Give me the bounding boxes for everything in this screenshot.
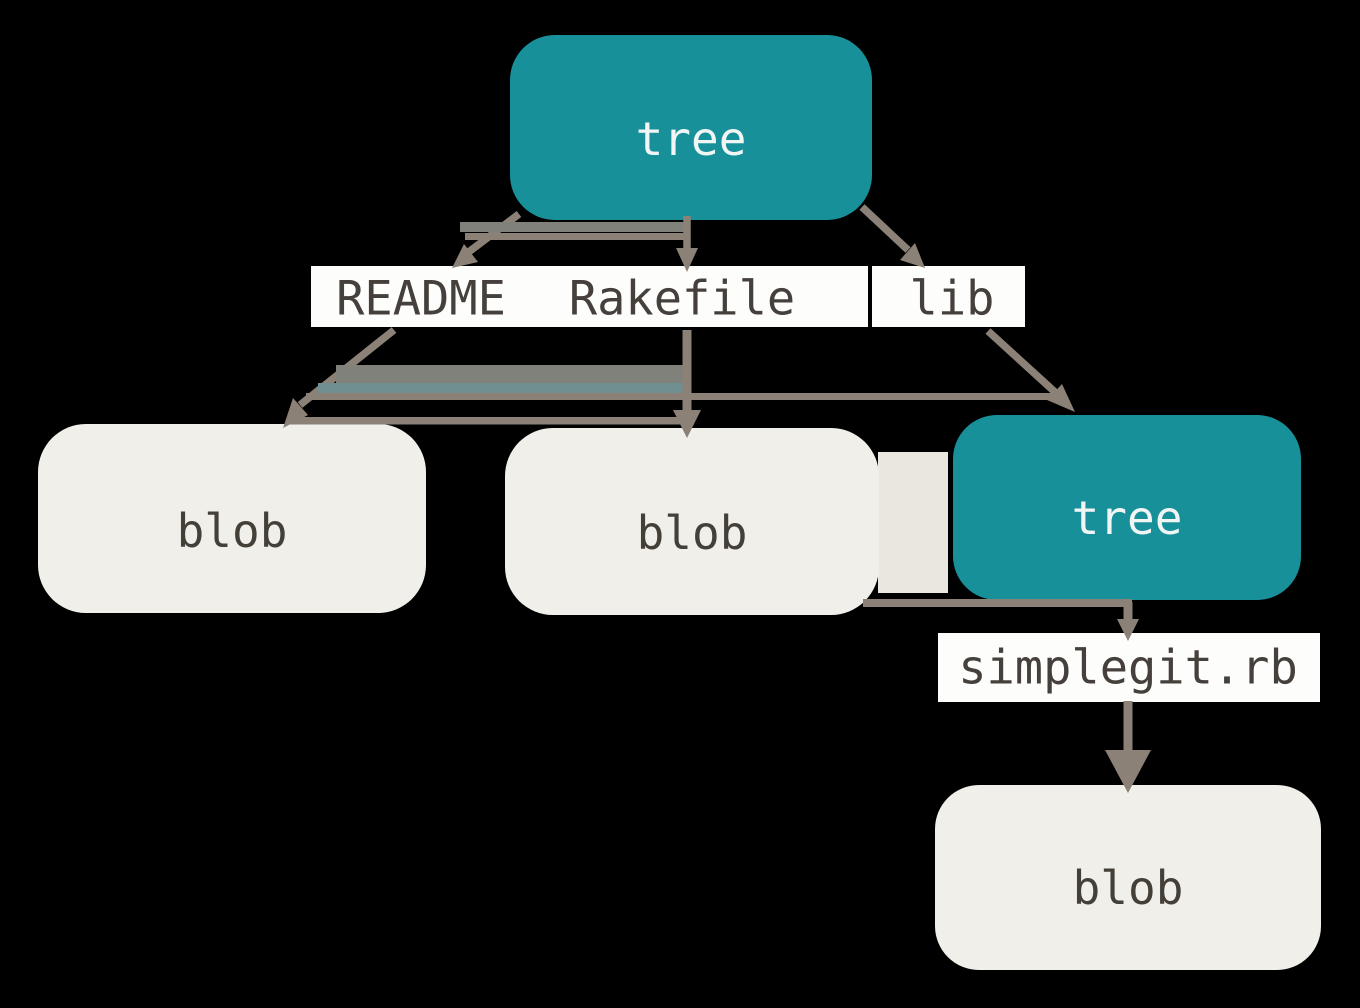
edge-rakefile-label: Rakefile xyxy=(569,272,795,327)
edge-horizontal-band-lower-1 xyxy=(336,365,688,383)
edge-simplegit-label: simplegit.rb xyxy=(958,641,1298,696)
node-readme-blob xyxy=(38,424,426,613)
node-lib-tree xyxy=(953,415,1301,600)
edge-rakefile-upper-arrowhead xyxy=(676,248,698,272)
edge-horizontal-band-upper-1 xyxy=(460,222,688,232)
edge-label-bar xyxy=(311,266,868,327)
edge-horizontal-band-lower-2 xyxy=(290,417,688,425)
lib-tree-label: tree xyxy=(1072,491,1183,545)
edge-lib-label: lib xyxy=(910,272,995,327)
node-simplegit-blob xyxy=(935,785,1321,970)
edge-lib-lower-line xyxy=(985,328,1059,396)
edge-horizontal-band-upper-2 xyxy=(465,233,688,240)
edge-lib-upper-arrowhead xyxy=(900,243,925,268)
rakefile-blob-label: blob xyxy=(637,506,748,560)
edge-readme-upper-arrowhead xyxy=(452,244,478,268)
readme-blob-label: blob xyxy=(177,504,288,558)
edge-readme-label: README xyxy=(336,272,506,327)
edge-horizontal-band-teal xyxy=(318,383,688,393)
edge-label-lib-box xyxy=(872,266,1025,327)
node-root-tree xyxy=(510,35,872,220)
edge-rakefile-lower-arrowhead xyxy=(673,410,701,438)
node-rakefile-blob xyxy=(505,428,879,615)
edge-lib-upper-line xyxy=(859,204,911,253)
connector-panel xyxy=(878,452,948,593)
edge-label-simplegit-box xyxy=(938,633,1320,702)
edge-horizontal-long-line xyxy=(306,393,1054,400)
simplegit-blob-label: blob xyxy=(1073,861,1184,915)
edge-simplegit-lower-arrowhead xyxy=(1105,750,1151,793)
edge-readme-lower-arrowhead xyxy=(283,398,308,428)
edge-lib-lower-arrowhead xyxy=(1047,384,1075,412)
edge-simplegit-upper-arrowhead xyxy=(1117,619,1139,641)
root-tree-label: tree xyxy=(636,112,747,166)
edge-under-tree-line xyxy=(863,599,1132,607)
